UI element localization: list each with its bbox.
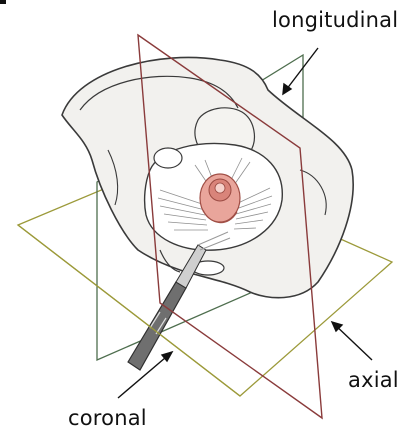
obturator-foramen-left bbox=[154, 148, 182, 168]
coronal-label: coronal bbox=[68, 408, 147, 429]
longitudinal-label: longitudinal bbox=[272, 10, 398, 31]
axial-label: axial bbox=[348, 370, 399, 391]
rectum bbox=[200, 174, 240, 223]
